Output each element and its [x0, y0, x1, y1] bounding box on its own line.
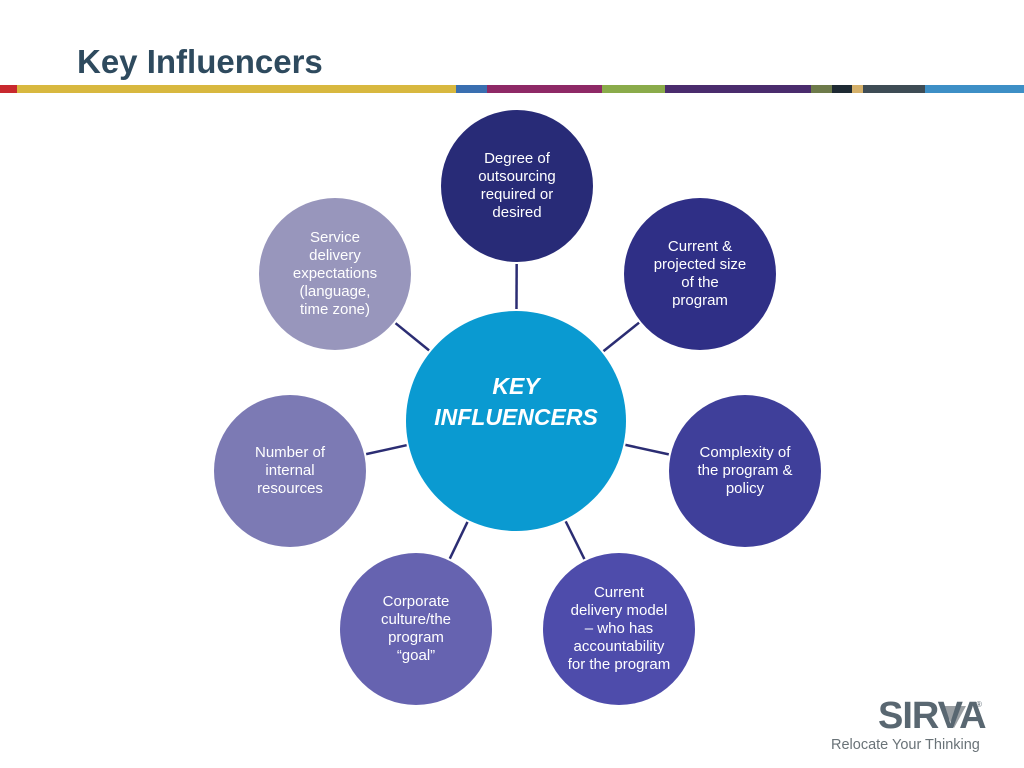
color-bar-segment-dark	[832, 85, 852, 93]
color-bar-segment-tan	[852, 85, 863, 93]
connector-corporate-culture	[448, 521, 469, 560]
connector-internal-resources	[365, 443, 407, 456]
color-bar-segment-slate	[863, 85, 925, 93]
color-bar-segment-blue	[456, 85, 487, 93]
color-bar-segment-magenta	[487, 85, 602, 93]
color-bar-segment-olive	[811, 85, 832, 93]
node-service-delivery	[259, 198, 411, 350]
node-complexity	[669, 395, 821, 547]
page-title: Key Influencers	[77, 43, 323, 80]
color-divider-bar	[0, 85, 1024, 93]
connector-delivery-model	[564, 520, 586, 560]
connector-service-delivery	[394, 322, 430, 352]
connector-complexity	[625, 443, 670, 456]
center-hub-label: KEY INFLUENCERS	[434, 373, 598, 430]
center-hub	[406, 311, 626, 531]
logo-registered-mark: ®	[976, 700, 982, 709]
color-bar-segment-gold	[17, 85, 456, 93]
color-bar-segment-sky	[925, 85, 1024, 93]
color-bar-segment-green	[602, 85, 665, 93]
node-internal-resources	[214, 395, 366, 547]
node-program-size	[624, 198, 776, 350]
color-bar-segment-red	[0, 85, 17, 93]
node-outsourcing	[441, 110, 593, 262]
color-bar-segment-purple	[665, 85, 811, 93]
sirva-logo: SIRVA ® Relocate Your Thinking	[828, 696, 988, 756]
logo-tagline: Relocate Your Thinking	[831, 737, 980, 753]
node-corporate-culture	[340, 553, 492, 705]
node-delivery-model	[543, 553, 695, 705]
logo-triangle-icon	[942, 706, 966, 728]
logo-wordmark: SIRVA	[878, 695, 987, 737]
connector-program-size	[602, 321, 640, 353]
